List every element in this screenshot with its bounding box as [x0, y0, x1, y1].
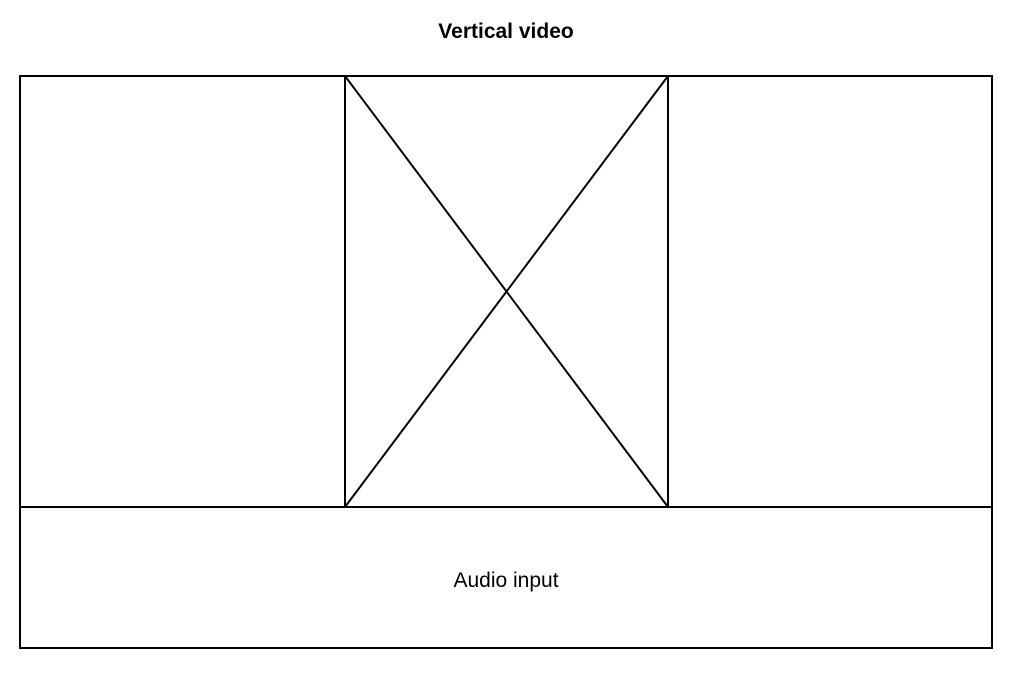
placeholder-diagonal-up	[344, 75, 669, 508]
audio-input-label: Audio input	[453, 569, 559, 592]
audio-input-panel	[19, 506, 993, 649]
diagram-title: Vertical video	[438, 20, 574, 43]
